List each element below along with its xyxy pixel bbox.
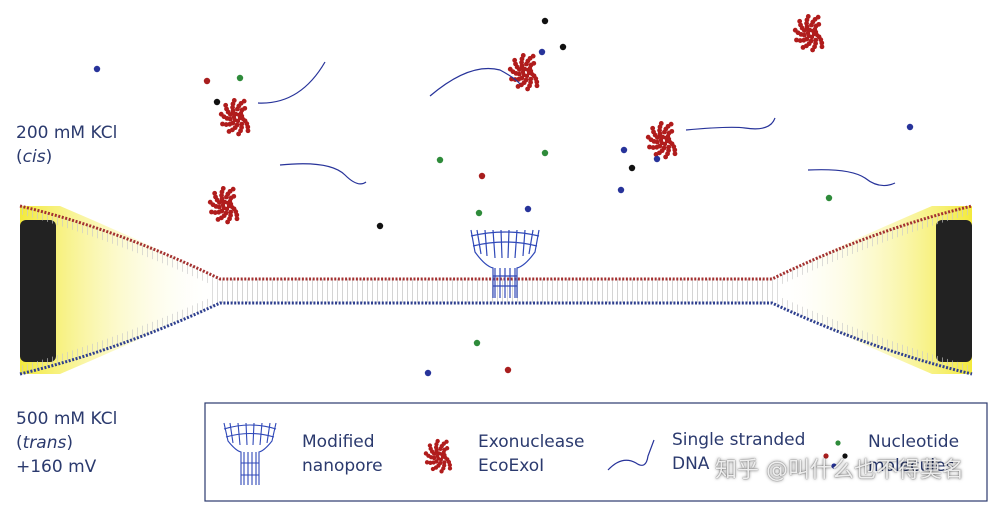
nucleotide-molecule [436, 156, 444, 164]
nucleotide-molecule [617, 186, 625, 194]
ssdna-strand [807, 169, 896, 187]
nucleotide-molecule [203, 77, 211, 85]
exonuclease-enzyme [218, 98, 251, 137]
nucleotide-molecule [475, 209, 483, 217]
left-electrode [20, 220, 56, 362]
trans-concentration: 500 mM KCl [16, 409, 118, 429]
lipid-bilayer [19, 204, 973, 376]
nucleotide-molecule [93, 65, 101, 73]
nucleotide-molecule [538, 48, 546, 56]
ssdna-strand [279, 163, 367, 185]
exonuclease-enzyme [792, 14, 825, 53]
legend-dna-icon [607, 439, 655, 471]
nucleotide-molecule [628, 164, 636, 172]
nucleotide-molecule [541, 149, 549, 157]
left-support [20, 206, 220, 374]
legend-enzyme-icon [423, 438, 453, 474]
right-support [772, 206, 972, 374]
cis-side: (cis) [16, 147, 53, 167]
nucleotide-molecule [825, 194, 833, 202]
ssdna-strand [257, 61, 326, 104]
legend-nanopore-icon [223, 422, 277, 485]
nucleotide-molecule [653, 155, 661, 163]
legend-nucleotide-icon [823, 440, 848, 469]
ssdna-strand [429, 67, 521, 97]
trans-side: (trans) [16, 433, 73, 453]
nucleotide-molecule [473, 339, 481, 347]
legend-nucleotide-text: Nucleotide molecules [868, 432, 960, 476]
cis-concentration: 200 mM KCl [16, 123, 118, 143]
exonuclease-enzyme [507, 53, 540, 92]
legend-box [204, 402, 988, 502]
nucleotide-molecule [478, 172, 486, 180]
ssdna-strand [685, 117, 776, 131]
nanopore [470, 229, 540, 298]
legend-exonuclease-text: Exonuclease EcoExoI [478, 432, 585, 476]
nucleotide-molecule [906, 123, 914, 131]
nucleotide-molecule [236, 74, 244, 82]
nucleotide-molecule [524, 205, 532, 213]
right-electrode [936, 220, 972, 362]
nucleotide-molecule [620, 146, 628, 154]
watermark: 知乎 @叫什么也不得莫名 [715, 458, 964, 483]
nucleotide-molecule [541, 17, 549, 25]
trans-label: 500 mM KCl (trans) +160 mV [16, 407, 117, 479]
legend-nanopore-text: Modified nanopore [302, 432, 383, 476]
legend-dna-text: Single stranded DNA [672, 430, 806, 474]
exonuclease-enzyme [207, 186, 240, 225]
nucleotide-molecule [559, 43, 567, 51]
nucleotide-molecule [376, 222, 384, 230]
nucleotide-molecule [504, 366, 512, 374]
nucleotide-molecule [424, 369, 432, 377]
cis-label: 200 mM KCl (cis) [16, 121, 117, 169]
nucleotide-molecule [213, 98, 221, 106]
trans-voltage: +160 mV [16, 457, 97, 477]
exonuclease-enzyme [423, 438, 453, 474]
exonuclease-enzyme [645, 121, 678, 160]
